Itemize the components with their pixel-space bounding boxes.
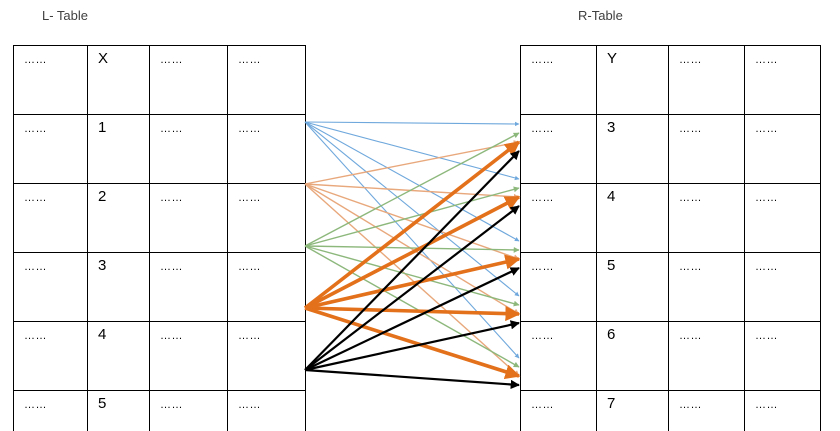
table-row: …… 5 …… …… <box>13 390 306 431</box>
cell: …… <box>13 390 88 431</box>
cell: …… <box>520 252 597 322</box>
cell: …… <box>227 321 306 391</box>
cell-key: Y <box>596 45 669 115</box>
cell-key: 5 <box>596 252 669 322</box>
cell: …… <box>520 45 597 115</box>
mapping-arrow <box>304 121 520 359</box>
mapping-arrow <box>304 306 521 322</box>
cell: …… <box>744 252 821 322</box>
table-row: …… Y …… …… <box>520 45 821 115</box>
cell: …… <box>149 45 228 115</box>
cell: …… <box>227 45 306 115</box>
cell: …… <box>149 183 228 253</box>
table-row: …… 4 …… …… <box>13 321 306 391</box>
cell: …… <box>744 390 821 431</box>
mapping-arrows <box>303 121 521 390</box>
cell: …… <box>520 183 597 253</box>
cell-key: 7 <box>596 390 669 431</box>
cell-key: 1 <box>87 114 150 184</box>
mapping-arrow <box>304 183 520 261</box>
mapping-arrow <box>304 121 520 242</box>
mapping-arrow <box>304 183 520 377</box>
mapping-arrow <box>304 245 520 253</box>
table-row: …… X …… …… <box>13 45 306 115</box>
cell: …… <box>13 114 88 184</box>
cell: …… <box>149 390 228 431</box>
right-table: …… Y …… …… …… 3 …… …… …… 4 …… …… …… 5 …… <box>520 45 821 431</box>
cell: …… <box>227 183 306 253</box>
cell: …… <box>520 390 597 431</box>
mapping-arrow <box>304 121 520 181</box>
mapping-arrow <box>304 150 520 371</box>
cell: …… <box>668 252 745 322</box>
table-row: …… 6 …… …… <box>520 321 821 391</box>
cell: …… <box>149 252 228 322</box>
mapping-arrow <box>304 195 521 310</box>
cell: …… <box>227 252 306 322</box>
cell: …… <box>668 183 745 253</box>
table-row: …… 5 …… …… <box>520 252 821 322</box>
cell-key: X <box>87 45 150 115</box>
right-table-title: R-Table <box>578 8 623 23</box>
left-table-title: L- Table <box>42 8 89 23</box>
cell: …… <box>227 390 306 431</box>
cell-key: 3 <box>596 114 669 184</box>
mapping-arrow <box>304 132 520 247</box>
cell: …… <box>744 45 821 115</box>
cell: …… <box>744 183 821 253</box>
mapping-arrow <box>304 267 520 371</box>
mapping-arrow <box>304 205 520 371</box>
cell: …… <box>668 321 745 391</box>
cell: …… <box>668 390 745 431</box>
table-row: …… 7 …… …… <box>520 390 821 431</box>
cell-key: 6 <box>596 321 669 391</box>
cell: …… <box>149 114 228 184</box>
mapping-arrow <box>304 186 520 247</box>
mapping-arrow <box>304 245 520 307</box>
mapping-arrow <box>304 121 520 127</box>
mapping-arrow <box>303 140 521 310</box>
table-row: …… 2 …… …… <box>13 183 306 253</box>
mapping-arrow <box>304 245 520 368</box>
mapping-arrow <box>304 140 520 185</box>
cell-key: 3 <box>87 252 150 322</box>
mapping-arrow <box>304 183 520 315</box>
cell-key: 4 <box>87 321 150 391</box>
cell: …… <box>668 45 745 115</box>
cell: …… <box>13 183 88 253</box>
table-row: …… 1 …… …… <box>13 114 306 184</box>
cell-key: 2 <box>87 183 150 253</box>
mapping-arrow <box>304 320 520 372</box>
cell: …… <box>668 114 745 184</box>
cell: …… <box>13 252 88 322</box>
mapping-arrow <box>304 368 520 390</box>
cell-key: 4 <box>596 183 669 253</box>
cell-key: 5 <box>87 390 150 431</box>
cell: …… <box>13 321 88 391</box>
cell: …… <box>744 321 821 391</box>
mapping-arrow <box>304 306 521 380</box>
table-row: …… 3 …… …… <box>13 252 306 322</box>
left-table: …… X …… …… …… 1 …… …… …… 2 …… …… …… 3 …… <box>13 45 306 431</box>
mapping-arrow <box>304 121 520 297</box>
table-row: …… 4 …… …… <box>520 183 821 253</box>
cell: …… <box>520 114 597 184</box>
mapping-arrow <box>304 254 521 310</box>
cell: …… <box>13 45 88 115</box>
cell: …… <box>744 114 821 184</box>
cell: …… <box>149 321 228 391</box>
cell: …… <box>227 114 306 184</box>
cell: …… <box>520 321 597 391</box>
table-row: …… 3 …… …… <box>520 114 821 184</box>
mapping-arrow <box>304 183 520 200</box>
